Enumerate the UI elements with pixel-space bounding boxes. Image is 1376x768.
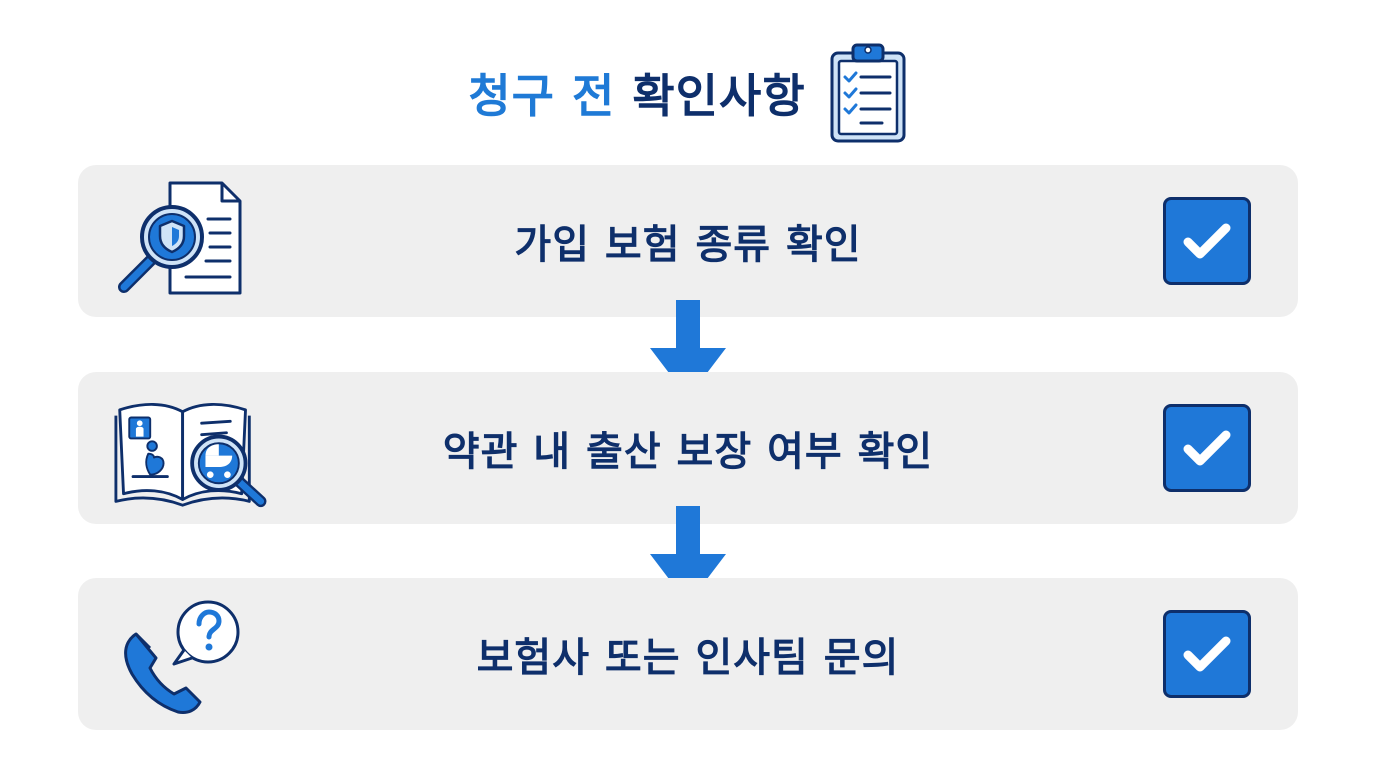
down-arrow-icon — [650, 506, 726, 604]
title-main: 확인사항 — [632, 69, 806, 123]
step-card-1: 가입 보험 종류 확인 — [78, 165, 1298, 317]
step-label: 약관 내 출산 보장 여부 확인 — [442, 429, 934, 475]
page-title: 청구 전 확인사항 — [0, 38, 1376, 148]
checkbox-checked[interactable] — [1163, 404, 1251, 492]
checkmark-icon — [1183, 636, 1231, 672]
title-text: 청구 전 확인사항 — [468, 60, 805, 126]
step-card-3: 보험사 또는 인사팀 문의 — [78, 578, 1298, 730]
step-label: 보험사 또는 인사팀 문의 — [476, 635, 900, 681]
document-magnifier-shield-icon — [118, 181, 242, 295]
step-label: 가입 보험 종류 확인 — [514, 222, 862, 268]
checkbox-checked[interactable] — [1163, 610, 1251, 698]
checkbox-checked[interactable] — [1163, 197, 1251, 285]
checkmark-icon — [1183, 430, 1231, 466]
down-arrow-icon — [650, 300, 726, 398]
phone-question-bubble-icon — [124, 600, 240, 714]
checkmark-icon — [1183, 223, 1231, 259]
step-card-2: 약관 내 출산 보장 여부 확인 — [78, 372, 1298, 524]
title-accent: 청구 전 — [468, 69, 616, 123]
book-pregnancy-stroller-magnifier-icon — [114, 402, 267, 508]
clipboard-checklist-icon — [830, 43, 906, 143]
